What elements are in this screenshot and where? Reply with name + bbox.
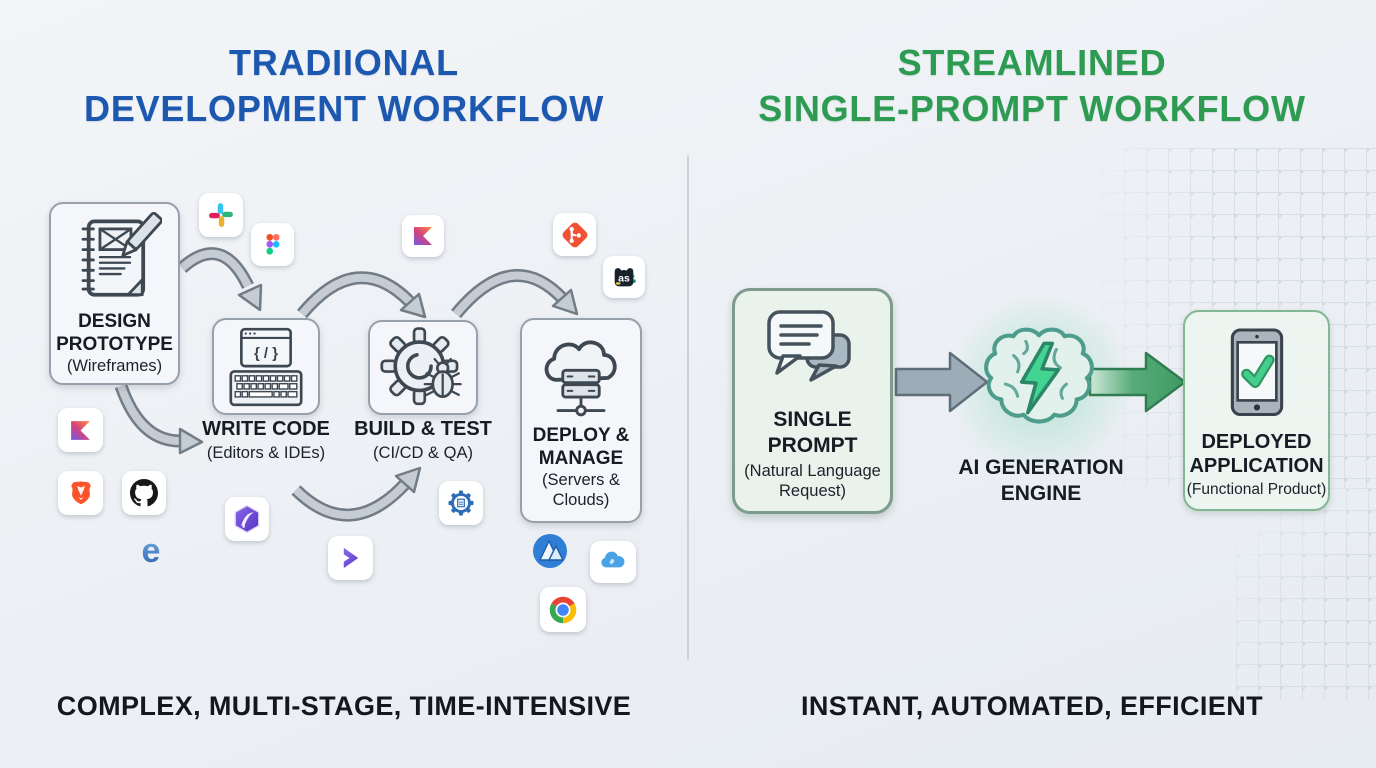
cloud-server-icon [544,340,617,417]
prompt-title-line1: SINGLE [773,408,852,431]
curved-arrows [114,247,579,522]
right-title-line1: STREAMLINED [897,42,1167,83]
tool-icon-figma [251,223,294,266]
as-dark-app-icon: as [614,268,636,287]
stage-write-code: { / } [212,318,320,415]
svg-text:e: e [142,532,161,569]
prompt-subtitle: (Natural Language Request) [744,462,881,501]
slack-icon [209,203,233,227]
brave-icon [70,481,91,505]
blue-gear-icon [448,490,474,516]
github-icon [130,479,158,507]
bug-glyph [423,357,462,398]
e-cube-icon: e [142,532,161,569]
arrowhead-write-to-build [399,292,427,319]
stage-deployed-application: DEPLOYED APPLICATION (Functional Product… [1183,310,1330,511]
git-icon [562,222,587,247]
tool-icon-chrome [540,587,586,632]
left-footer: COMPLEX, MULTI-STAGE, TIME-INTENSIVE [56,691,632,721]
write-code-label: WRITE CODE (Editors & IDEs) [186,417,346,464]
arrowhead-design-to-write-lower [178,427,204,455]
stage4-title-line2: MANAGE [538,448,624,470]
ai-label-line2: ENGINE [1000,481,1082,505]
tool-icon-brave [58,471,103,515]
arrowhead-write-to-build-lower [394,466,422,494]
stage-build-test [368,320,478,415]
front-bubble [766,310,835,375]
deployed-subtitle: (Functional Product) [1186,480,1327,498]
left-title: TRADIIONAL DEVELOPMENT WORKFLOW [0,40,688,132]
arrowhead-design-to-write [237,283,263,312]
tablet-check-icon [1230,328,1283,417]
stage-design-prototype: DESIGN PROTOTYPE (Wireframes) [49,202,180,385]
code-editor-keyboard-icon: { / } [229,327,303,406]
gear-bug-icon [380,326,462,405]
tool-icon-blue-gear [439,481,483,525]
ai-engine-label: AI GENERATION ENGINE [936,455,1146,506]
right-footer: INSTANT, AUTOMATED, EFFICIENT [800,691,1264,721]
chat-bubbles-icon [766,310,851,382]
arrow-prompt-to-engine [894,351,989,413]
arrowhead-build-to-deploy [551,288,579,316]
blueprint-grid-bottom-right [1236,488,1376,700]
stage1-subtitle: (Wireframes) [66,357,163,376]
tool-icon-git [553,213,596,256]
stage1-title-line2: PROTOTYPE [56,334,173,356]
brain-lightning-icon [984,327,1094,424]
tool-icon-as-dark-app: as [603,256,645,298]
stage-single-prompt: SINGLE PROMPT (Natural Language Request) [732,288,893,514]
purple-hexagon-icon [234,504,260,534]
stage3-title: BUILD & TEST [354,418,492,440]
tool-icon-kotlin-top [402,215,444,257]
arrow-engine-to-app [1088,351,1187,413]
tool-icon-kotlin-left [58,408,103,452]
stage1-title-line1: DESIGN [78,311,151,332]
blue-cloud-icon [601,551,625,568]
tool-icon-purple-hexagon [225,497,269,541]
stage2-title: WRITE CODE [202,418,330,440]
stage4-subtitle: (Servers & Clouds) [542,471,620,510]
right-title-line2: SINGLE-PROMPT WORKFLOW [758,88,1306,130]
ai-label-line1: AI GENERATION [958,456,1124,479]
svg-text:as: as [618,273,630,285]
chrome-icon [549,596,577,623]
tool-icon-slack [199,193,243,237]
mountain-circle-icon [533,534,567,568]
stage3-subtitle: (CI/CD & QA) [373,444,473,463]
tool-icon-blue-cloud [590,541,636,583]
deployed-title-line1: DEPLOYED [1201,431,1312,453]
kotlin-icon [414,227,432,245]
stage-deploy-manage: DEPLOY & MANAGE (Servers & Clouds) [520,318,642,523]
kotlin-icon [71,420,90,440]
prompt-title-line2: PROMPT [767,433,858,457]
left-title-line2: DEVELOPMENT WORKFLOW [84,88,604,130]
tool-icon-github [122,471,166,515]
stage4-title-line1: DEPLOY & [532,425,630,446]
figma-icon [266,234,279,255]
build-test-label: BUILD & TEST (CI/CD & QA) [343,417,503,464]
purple-chevron-icon [343,547,358,569]
tool-icon-mountain-circle [532,533,568,569]
stage2-subtitle: (Editors & IDEs) [206,444,326,463]
deployed-title-line2: APPLICATION [1189,455,1324,478]
tool-icon-e-cube: e [133,531,169,569]
code-glyph: { / } [254,345,278,362]
notebook-pencil-icon [81,212,162,297]
tool-icon-purple-chevron [328,536,373,580]
left-title-line1: TRADIIONAL [229,42,459,83]
right-title: STREAMLINED SINGLE-PROMPT WORKFLOW [688,40,1376,132]
center-divider [687,155,689,660]
